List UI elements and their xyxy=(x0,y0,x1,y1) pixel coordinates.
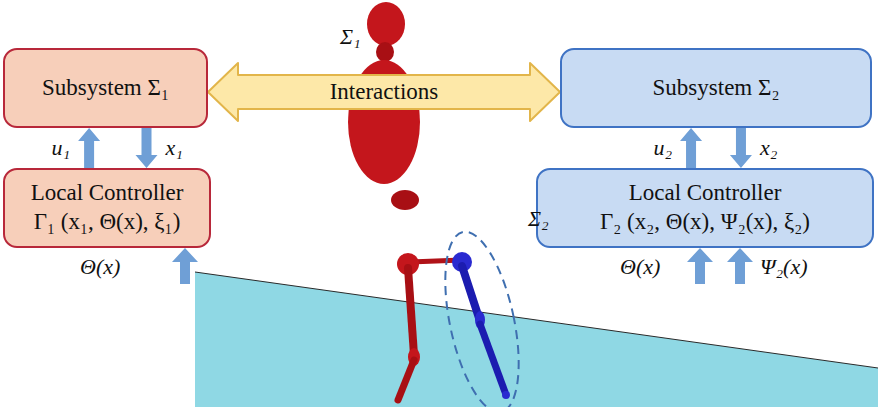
signal-label: u₁ xyxy=(51,135,70,161)
red-thigh xyxy=(408,268,414,355)
subsystem-label: Σ₂ xyxy=(528,206,549,232)
signal-label: x₁ xyxy=(166,135,183,161)
controller-box: Local ControllerΓ₂ (x₂, Θ(x), Ψ₂(x), ξ₂) xyxy=(536,168,874,248)
input-arrow xyxy=(172,248,198,284)
blue-shin xyxy=(480,324,505,392)
signal-arrow xyxy=(730,128,752,168)
robot-neck xyxy=(376,42,394,62)
interaction-arrow xyxy=(208,63,560,121)
box-formula: Γ₁ (x₁, Θ(x), ξ₁) xyxy=(34,208,181,237)
input-arrow xyxy=(727,248,753,284)
red-shin xyxy=(398,360,414,400)
signal-label: u₂ xyxy=(653,135,672,161)
interaction-label: Interactions xyxy=(327,79,442,105)
subsystem-box: Subsystem Σ₂ xyxy=(560,48,872,128)
blue-thigh xyxy=(462,266,479,318)
box-title: Subsystem Σ₁ xyxy=(42,74,169,103)
signal-label: Θ(x) xyxy=(80,254,120,280)
box-title: Local Controller xyxy=(31,179,184,208)
signal-label: Θ(x) xyxy=(620,254,660,280)
input-arrow xyxy=(687,248,713,284)
ground-edge xyxy=(195,272,878,368)
robot-pelvis xyxy=(391,190,419,210)
signal-arrow xyxy=(136,128,158,168)
signal-label: x₂ xyxy=(760,135,777,161)
robot-head xyxy=(367,2,405,46)
subsystem-box: Subsystem Σ₁ xyxy=(3,48,208,128)
signal-arrow xyxy=(680,128,702,168)
box-formula: Γ₂ (x₂, Θ(x), Ψ₂(x), ξ₂) xyxy=(600,208,810,237)
blue-foot xyxy=(502,391,510,399)
signal-arrow xyxy=(78,128,100,168)
signal-label: Ψ₂(x) xyxy=(760,254,808,280)
controller-box: Local ControllerΓ₁ (x₁, Θ(x), ξ₁) xyxy=(3,168,211,248)
subsystem-outline xyxy=(432,225,533,407)
box-title: Local Controller xyxy=(629,179,782,208)
subsystem-label: Σ₁ xyxy=(340,24,361,50)
box-title: Subsystem Σ₂ xyxy=(653,74,780,103)
ground-slope xyxy=(195,272,878,407)
